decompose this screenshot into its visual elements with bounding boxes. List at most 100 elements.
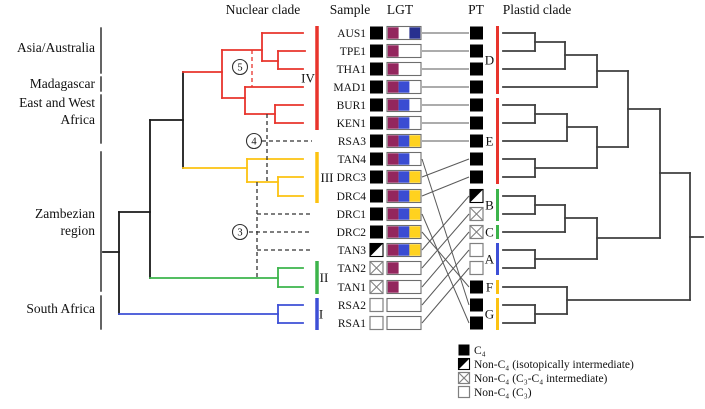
lgt-box <box>386 297 422 313</box>
lgt-segment-blue <box>398 81 410 93</box>
lgt-box <box>386 279 422 295</box>
lgt-segment-maroon <box>387 27 399 39</box>
legend-glyph-c3c4 <box>457 371 471 385</box>
lgt-segment-blue <box>398 99 410 111</box>
lgt-segment-blue <box>398 190 410 202</box>
lgt-box <box>386 188 422 204</box>
lgt-segment-yellow <box>409 244 421 256</box>
cross-diagonal <box>458 372 470 384</box>
sample-label: TPE1 <box>340 46 366 58</box>
connector-line <box>421 158 470 178</box>
lgt-segment-blue <box>398 135 410 147</box>
region-label: region <box>61 223 96 238</box>
sample-pt-square <box>370 116 383 130</box>
c4-filled-square <box>470 62 483 76</box>
region-label: Madagascar <box>30 76 96 91</box>
sample-pt-square <box>370 152 383 166</box>
c4-filled-square <box>370 44 383 58</box>
cross-diagonal <box>469 225 484 239</box>
connector-line <box>421 213 470 269</box>
sample-pt-square <box>369 279 384 295</box>
event-number: 3 <box>237 228 242 239</box>
lgt-segment-maroon <box>387 45 399 57</box>
c4-filled-square <box>370 116 383 130</box>
c4-filled-square <box>370 98 383 112</box>
empty-square-outline <box>369 315 384 331</box>
lgt-segment-maroon <box>387 99 399 111</box>
lgt-segment-maroon <box>387 262 399 274</box>
lgt-box <box>386 151 422 167</box>
lgt-box <box>386 61 422 77</box>
pt-column <box>469 26 484 330</box>
lgt-box <box>386 25 422 41</box>
pt-square <box>470 316 483 330</box>
c4-filled-square <box>370 134 383 148</box>
event-number: 5 <box>237 63 242 74</box>
lgt-box <box>386 79 422 95</box>
plastid-clade-letter: G <box>485 307 494 322</box>
sample-label: DRC3 <box>337 172 367 184</box>
sample-pt-square <box>370 134 383 148</box>
sample-label: TAN1 <box>338 282 367 294</box>
sample-label: RSA1 <box>338 318 366 330</box>
pt-square <box>469 224 484 240</box>
c4-filled-square <box>370 62 383 76</box>
lgt-segment-blue <box>398 244 410 256</box>
sample-label: TAN3 <box>338 245 367 257</box>
lgt-segment-maroon <box>387 281 399 293</box>
c4-filled-square <box>470 152 483 166</box>
pt-square <box>470 44 483 58</box>
region-label: East and West <box>19 95 95 110</box>
iso-half-fill <box>458 358 470 370</box>
legend-glyph-iso <box>457 357 471 371</box>
lgt-box-outline <box>386 315 422 331</box>
iso-half-fill <box>470 189 483 203</box>
header-nuclear-clade: Nuclear clade <box>226 2 301 17</box>
pt-square <box>469 188 484 204</box>
c4-filled-square <box>370 207 383 221</box>
c4-filled-square <box>370 225 383 239</box>
lgt-box <box>386 97 422 113</box>
header-lgt: LGT <box>387 2 414 17</box>
nuclear-clade-numeral: I <box>319 307 323 322</box>
uncertainty-dashed-lines <box>249 50 312 278</box>
empty-square-outline <box>469 242 484 258</box>
header-plastid-clade: Plastid clade <box>503 2 572 17</box>
lgt-segment-maroon <box>387 226 399 238</box>
lgt-segment-maroon <box>387 81 399 93</box>
empty-square-outline <box>457 385 471 399</box>
cross-diagonal <box>369 261 384 275</box>
sample-label: TAN2 <box>338 263 367 275</box>
legend-item: Non-C₄ (isotopically intermediate) <box>457 357 634 371</box>
pt-square <box>470 80 483 94</box>
lgt-box <box>386 315 422 331</box>
legend-label: Non-C₄ (isotopically intermediate) <box>474 359 634 371</box>
cross-diagonal <box>469 207 484 221</box>
c4-filled-square <box>370 189 383 203</box>
lgt-box <box>386 133 422 149</box>
sample-pt-square <box>370 189 383 203</box>
nuclear-clade-numeral: II <box>320 270 329 285</box>
region-label: Zambezian <box>35 206 95 221</box>
legend-item: Non-C₄ (C₃) <box>457 385 532 399</box>
lgt-segment-maroon <box>387 153 399 165</box>
region-label: Africa <box>61 112 95 127</box>
c4-filled-square <box>470 134 483 148</box>
c4-filled-square <box>470 26 483 40</box>
sample-pt-square <box>369 315 384 331</box>
sample-label: DRC4 <box>337 191 367 203</box>
sample-label: DRC2 <box>337 227 367 239</box>
event-number: 4 <box>251 137 257 148</box>
connector-line <box>421 195 470 251</box>
pt-square <box>469 206 484 222</box>
lgt-segment-blue <box>398 171 410 183</box>
pt-square <box>469 242 484 258</box>
c4-filled-square <box>470 298 483 312</box>
c4-filled-square <box>370 152 383 166</box>
sample-pt-square <box>370 170 383 184</box>
header-pt: PT <box>468 2 485 17</box>
connector-line <box>421 158 470 306</box>
region-label: Asia/Australia <box>17 40 95 55</box>
